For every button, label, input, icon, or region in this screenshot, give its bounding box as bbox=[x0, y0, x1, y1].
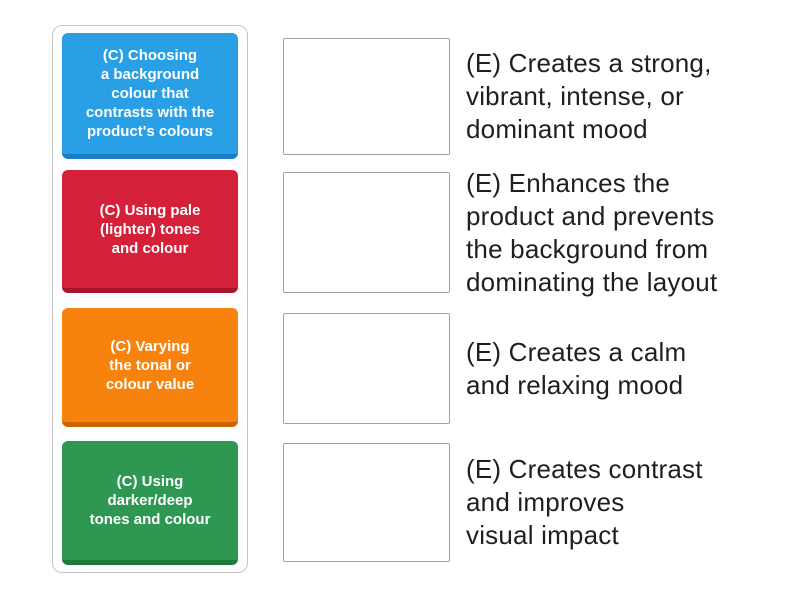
drop-zone-enhances-product[interactable] bbox=[283, 172, 450, 293]
effect-text-strong-vibrant-mood: (E) Creates a strong,vibrant, intense, o… bbox=[466, 38, 796, 155]
effect-label: (E) Creates a strong,vibrant, intense, o… bbox=[466, 48, 712, 144]
drop-zone-contrast-visual-impact[interactable] bbox=[283, 443, 450, 562]
drop-zone-strong-vibrant-mood[interactable] bbox=[283, 38, 450, 155]
drop-zone-calm-relaxing-mood[interactable] bbox=[283, 313, 450, 424]
